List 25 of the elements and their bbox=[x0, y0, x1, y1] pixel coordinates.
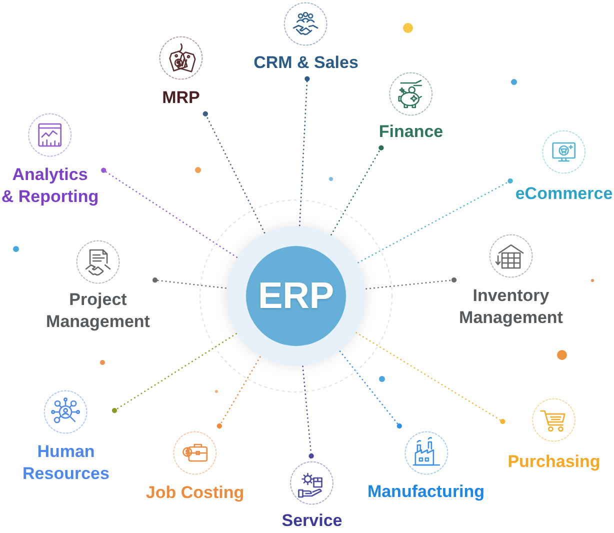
dotted-connector bbox=[339, 350, 402, 429]
module-label: eCommerce bbox=[515, 183, 613, 205]
dotted-connector bbox=[366, 277, 457, 290]
module-label: Purchasing bbox=[508, 451, 600, 473]
dotted-connector bbox=[112, 332, 238, 414]
dotted-connector bbox=[302, 366, 314, 459]
dotted-connector bbox=[101, 168, 238, 258]
dotted-connector bbox=[355, 332, 506, 424]
dotted-connector bbox=[330, 145, 384, 236]
dotted-connector bbox=[202, 111, 266, 234]
module-label: Manufacturing bbox=[367, 481, 485, 503]
module-label: CRM & Sales bbox=[254, 52, 358, 74]
module-label: Finance bbox=[378, 121, 444, 143]
dotted-connector bbox=[152, 278, 226, 289]
dotted-connector bbox=[216, 356, 262, 429]
module-label: Human Resources bbox=[22, 441, 110, 484]
dotted-connector bbox=[299, 76, 310, 226]
module-label: Analytics & Reporting bbox=[1, 164, 99, 208]
module-label: Service bbox=[282, 510, 342, 532]
dotted-connector bbox=[357, 178, 513, 264]
module-label: MRP bbox=[162, 87, 200, 109]
module-label: Project Management bbox=[46, 289, 150, 332]
hub-label: ERP bbox=[258, 275, 334, 317]
module-label: Inventory Management bbox=[459, 285, 563, 328]
module-label: Job Costing bbox=[146, 482, 244, 504]
